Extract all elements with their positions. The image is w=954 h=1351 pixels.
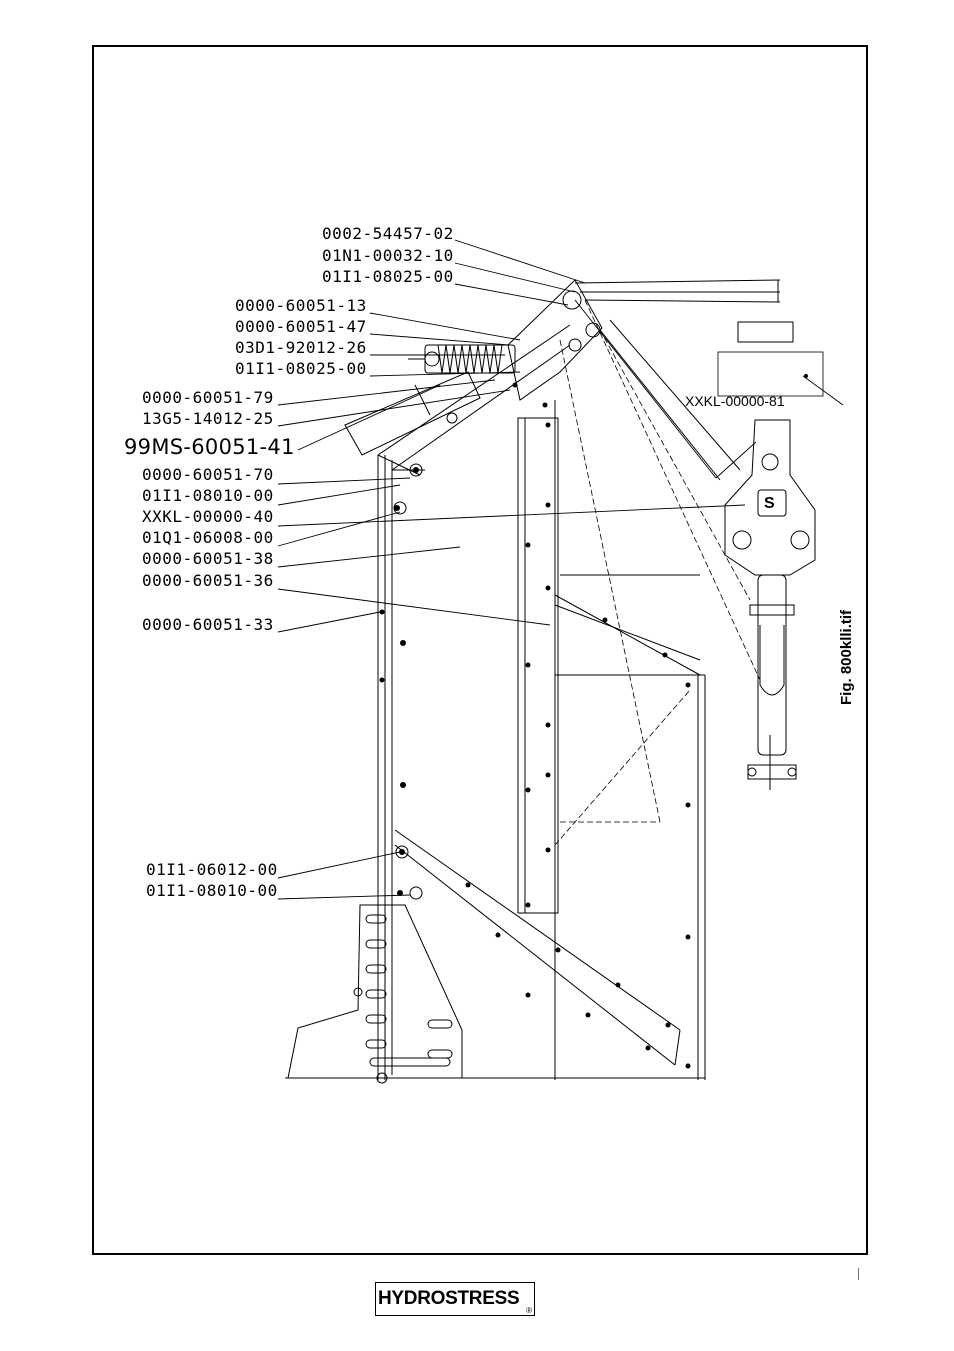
- part-label: 01Q1-06008-00: [142, 528, 274, 547]
- part-label: 13G5-14012-25: [142, 409, 274, 428]
- leader-lines: [277, 239, 844, 900]
- part-label: 01I1-08025-00: [235, 359, 367, 378]
- logo-text: HYDROSTRESS: [378, 1288, 520, 1309]
- construction-lines: [554, 299, 761, 846]
- spring-assembly: [408, 344, 516, 374]
- figure-caption: Fig. 800klli.tif: [838, 609, 855, 705]
- page-marker: [858, 1268, 859, 1280]
- part-label: 03D1-92012-26: [235, 338, 367, 357]
- fasteners: [379, 382, 691, 1069]
- part-label-main: 99MS-60051-41: [124, 435, 295, 459]
- part-label: 01I1-08010-00: [146, 881, 278, 900]
- brand-logo: HYDROSTRESS ®: [375, 1282, 535, 1316]
- diagonal-brace: [394, 829, 681, 1066]
- clamp-assembly: S: [724, 419, 816, 790]
- large-bolts: [393, 412, 458, 900]
- drawing-frame: [92, 45, 868, 1255]
- svg-text:S: S: [764, 495, 775, 512]
- part-label: 01N1-00032-10: [322, 246, 454, 265]
- part-label: 0000-60051-70: [142, 465, 274, 484]
- main-column: [377, 324, 571, 1080]
- part-label: 0000-60051-47: [235, 317, 367, 336]
- part-label: XXKL-00000-81: [685, 393, 785, 409]
- part-label: 01I1-06012-00: [146, 860, 278, 879]
- part-label: 0000-60051-13: [235, 296, 367, 315]
- handle: [344, 371, 481, 456]
- part-label: 0000-60051-36: [142, 571, 274, 590]
- top-head: [507, 279, 781, 481]
- part-label: 01I1-08010-00: [142, 486, 274, 505]
- part-label: 01I1-08025-00: [322, 267, 454, 286]
- part-label: XXKL-00000-40: [142, 507, 274, 526]
- name-plate: [717, 321, 824, 397]
- carriage-plate: [517, 400, 706, 1080]
- part-label: 0002-54457-02: [322, 224, 454, 243]
- base-foot: [285, 904, 705, 1084]
- part-label: 0000-60051-33: [142, 615, 274, 634]
- registered-mark: ®: [526, 1306, 532, 1315]
- part-label: 0000-60051-38: [142, 549, 274, 568]
- part-label: 0000-60051-79: [142, 388, 274, 407]
